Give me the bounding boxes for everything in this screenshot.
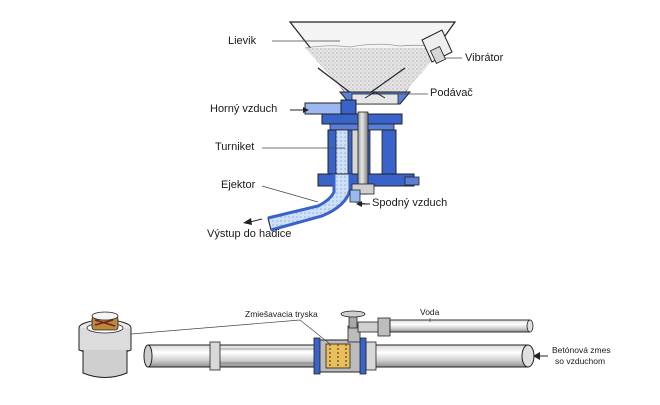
- leader-lines-bottom: [299, 318, 431, 345]
- label-podavac: Podávač: [430, 87, 473, 99]
- water-valve-handle-icon: [340, 310, 366, 329]
- leader-lines-top: [261, 40, 462, 205]
- arrow-mix-input: [533, 352, 548, 360]
- label-spodny-vzduch: Spodný vzduch: [372, 197, 448, 209]
- label-turniket: Turniket: [215, 141, 255, 153]
- label-tryska: Zmiešavacia tryska: [245, 309, 318, 319]
- label-vibrator: Vibrátor: [465, 52, 504, 64]
- arrow-output: [243, 218, 263, 225]
- label-voda: Voda: [420, 307, 440, 317]
- hopper: [288, 21, 457, 101]
- mixing-nozzle: [313, 337, 367, 375]
- label-ejektor: Ejektor: [221, 179, 256, 191]
- ejector: [267, 173, 361, 232]
- nozzle-inset: [78, 311, 301, 378]
- label-lievik: Lievik: [228, 35, 257, 47]
- label-vystup: Výstup do hadice: [207, 228, 292, 240]
- label-zmes-line1: Betónová zmes: [552, 345, 611, 355]
- arrow-upper-air: [290, 107, 309, 113]
- label-zmes-line2: so vzduchom: [555, 356, 606, 366]
- arrow-lower-air: [356, 201, 370, 207]
- water-line: [347, 317, 534, 343]
- vibrator: [421, 29, 453, 64]
- label-horny-vzduch: Horný vzduch: [210, 103, 278, 115]
